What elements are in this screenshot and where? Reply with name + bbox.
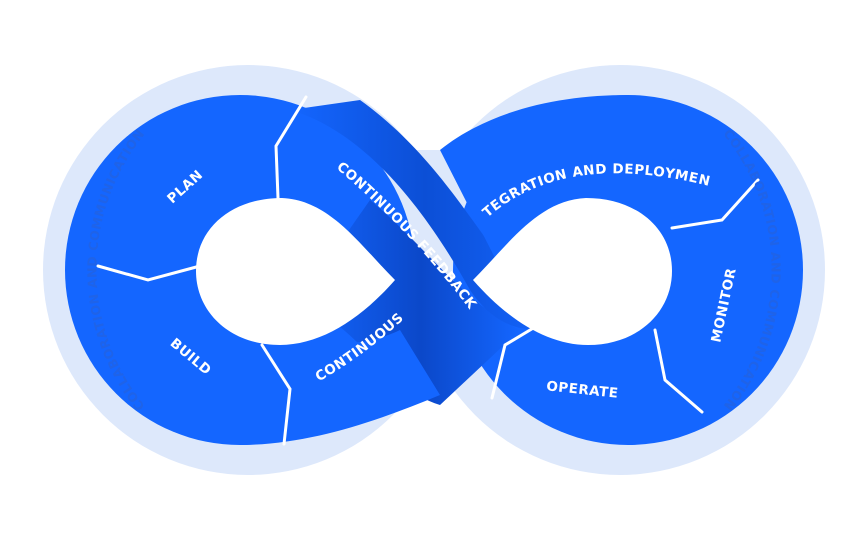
label-operate: OPERATE [546,378,620,401]
divider-integration-monitor [670,178,760,230]
divider-operate-monitor [653,328,704,414]
left-hole [196,198,395,345]
divider-plan-feedback [274,95,308,200]
divider-build-continuous [260,343,292,446]
band-strand-top-right [440,95,628,258]
right-hole [473,198,672,345]
band-strand-bottom-left [240,330,440,445]
divider-operate-left [490,316,552,400]
infinity-band [65,95,803,445]
segment-dividers [96,95,760,446]
divider-plan-build [96,264,202,282]
